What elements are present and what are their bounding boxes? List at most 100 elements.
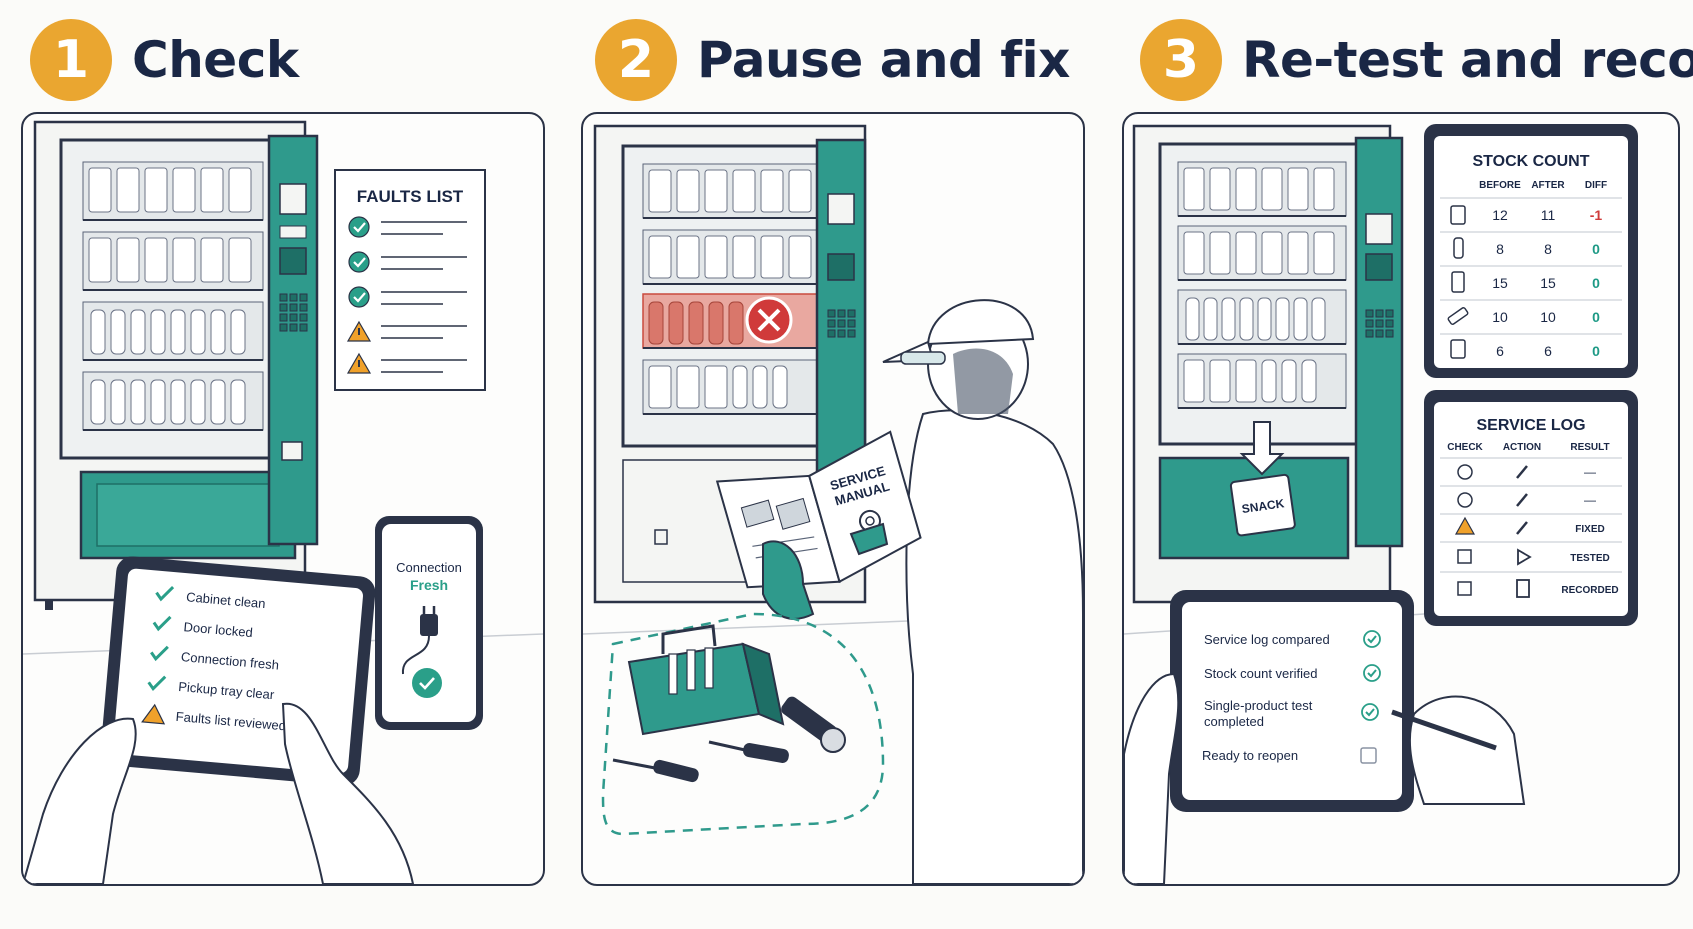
cap	[926, 299, 1035, 346]
service-log-tablet: SERVICE LOG CHECK ACTION RESULT — — FI	[1424, 390, 1638, 626]
check-icon	[147, 675, 167, 692]
toolbox	[627, 624, 785, 736]
plug-icon	[401, 606, 438, 675]
panel-check-illustration: FAULTS LIST	[23, 120, 543, 884]
step-headers: 1 Check 2 Pause and fix 3 Re-test and re…	[0, 0, 1693, 110]
down-arrow-icon	[1239, 421, 1285, 476]
faults-list-card: FAULTS LIST	[334, 169, 486, 391]
panel-check: FAULTS LIST	[21, 112, 545, 886]
step-2-header: 2 Pause and fix	[595, 18, 1070, 102]
reopen-item-4: Ready to reopen	[1202, 748, 1298, 763]
service-manual: SERVICE MANUAL	[715, 430, 922, 589]
panel-pause-fix: SERVICE MANUAL	[581, 112, 1085, 886]
stock-row-4-before: 10	[1492, 309, 1508, 325]
gloved-hand	[762, 540, 815, 620]
step-2-badge: 2	[595, 19, 677, 101]
stock-row-2-diff: 0	[1592, 241, 1600, 257]
wrench-icon	[1516, 521, 1528, 535]
stock-row-5-diff: 0	[1592, 343, 1600, 359]
tablet-checklist: Cabinet clean Door locked Connection fre…	[100, 556, 376, 786]
box-check-icon	[1457, 549, 1472, 564]
left-hand	[23, 717, 137, 884]
log-col-result: RESULT	[1570, 442, 1609, 453]
stock-col-diff: DIFF	[1585, 180, 1607, 191]
stock-col-after: AFTER	[1531, 180, 1565, 191]
can-icon	[1451, 271, 1465, 293]
circle-check-icon	[1457, 492, 1473, 508]
phone-line-2: Fresh	[410, 577, 448, 593]
step-3-badge: 3	[1140, 19, 1222, 101]
stock-rows: 12 11 -1 8 8 0 15 15 0 10 10	[1440, 197, 1622, 359]
stock-row-5-before: 6	[1496, 343, 1504, 359]
panel-retest-record: SNACK STOCK COUNT BEFORE AFTER DIFF	[1122, 112, 1680, 886]
stock-row-2-after: 8	[1544, 241, 1552, 257]
log-row-4-result: TESTED	[1570, 553, 1609, 564]
log-row-5-result: RECORDED	[1561, 585, 1618, 596]
tablet-item-2: Door locked	[183, 619, 253, 640]
log-row-3-result: FIXED	[1575, 524, 1604, 535]
tool-area	[601, 612, 885, 836]
vending-machine	[33, 120, 319, 610]
snack-bag: SNACK	[1229, 473, 1296, 537]
stock-row-1-before: 12	[1492, 207, 1508, 223]
warning-icon	[141, 703, 166, 725]
service-log-rows: — — FIXED TESTED RECORDED	[1440, 457, 1622, 598]
left-hand	[1124, 672, 1180, 884]
phone: Connection Fresh	[375, 516, 483, 730]
check-icon	[348, 216, 370, 238]
faults-list-rows	[346, 216, 467, 374]
service-log-title: SERVICE LOG	[1476, 417, 1585, 434]
stock-row-3-after: 15	[1540, 275, 1556, 291]
play-icon	[1517, 548, 1532, 566]
snack-label: SNACK	[1241, 496, 1286, 516]
check-icon	[348, 286, 370, 308]
pen-hand	[1391, 695, 1526, 805]
stock-row-2-before: 8	[1496, 241, 1504, 257]
check-icon	[1363, 630, 1381, 648]
log-row-2-result: —	[1584, 493, 1596, 507]
stock-col-before: BEFORE	[1479, 180, 1521, 191]
log-col-check: CHECK	[1447, 442, 1483, 453]
check-icon	[152, 615, 172, 632]
reopen-checklist-tablet: Service log compared Stock count verifie…	[1170, 590, 1414, 812]
check-icon	[155, 585, 175, 602]
snack-bag-icon	[1450, 205, 1466, 225]
check-icon	[412, 668, 442, 698]
shelves	[82, 161, 264, 431]
stock-count-title: STOCK COUNT	[1472, 153, 1589, 170]
check-icon	[1361, 703, 1379, 721]
control-panel	[1354, 136, 1404, 548]
check-icon	[348, 251, 370, 273]
bar-icon	[1447, 307, 1469, 325]
pen-icon	[1391, 709, 1497, 751]
right-hand	[281, 702, 415, 884]
technician	[882, 299, 1083, 884]
step-3-title: Re-test and record	[1242, 31, 1693, 89]
notebook-icon	[1516, 579, 1530, 598]
screwdriver-icon	[612, 758, 699, 783]
vending-machine: SNACK	[1132, 124, 1404, 604]
reopen-item-2: Stock count verified	[1204, 666, 1317, 681]
wrench-icon	[1516, 493, 1528, 507]
stock-row-4-diff: 0	[1592, 309, 1600, 325]
stock-row-3-before: 15	[1492, 275, 1508, 291]
check-icon	[150, 645, 169, 662]
reopen-item-3: Single-product test	[1204, 698, 1313, 713]
panel-pause-fix-illustration: SERVICE MANUAL	[583, 124, 1083, 884]
box-check-icon	[1457, 581, 1472, 596]
step-3-header: 3 Re-test and record	[1140, 18, 1693, 102]
reopen-item-3-line-2: completed	[1204, 714, 1264, 729]
panel-retest-illustration: SNACK STOCK COUNT BEFORE AFTER DIFF	[1124, 124, 1638, 884]
flashlight-icon	[781, 696, 846, 753]
stock-row-5-after: 6	[1544, 343, 1552, 359]
stock-row-1-after: 11	[1541, 207, 1556, 223]
box-icon	[1450, 339, 1466, 359]
tablet-item-1: Cabinet clean	[186, 589, 267, 611]
step-1-badge: 1	[30, 19, 112, 101]
step-2-title: Pause and fix	[697, 31, 1070, 89]
empty-checkbox	[1360, 747, 1377, 764]
warning-icon	[1454, 516, 1476, 535]
stock-row-1-diff: -1	[1590, 207, 1603, 223]
stock-count-tablet: STOCK COUNT BEFORE AFTER DIFF 12 11 -1 8…	[1424, 124, 1638, 378]
